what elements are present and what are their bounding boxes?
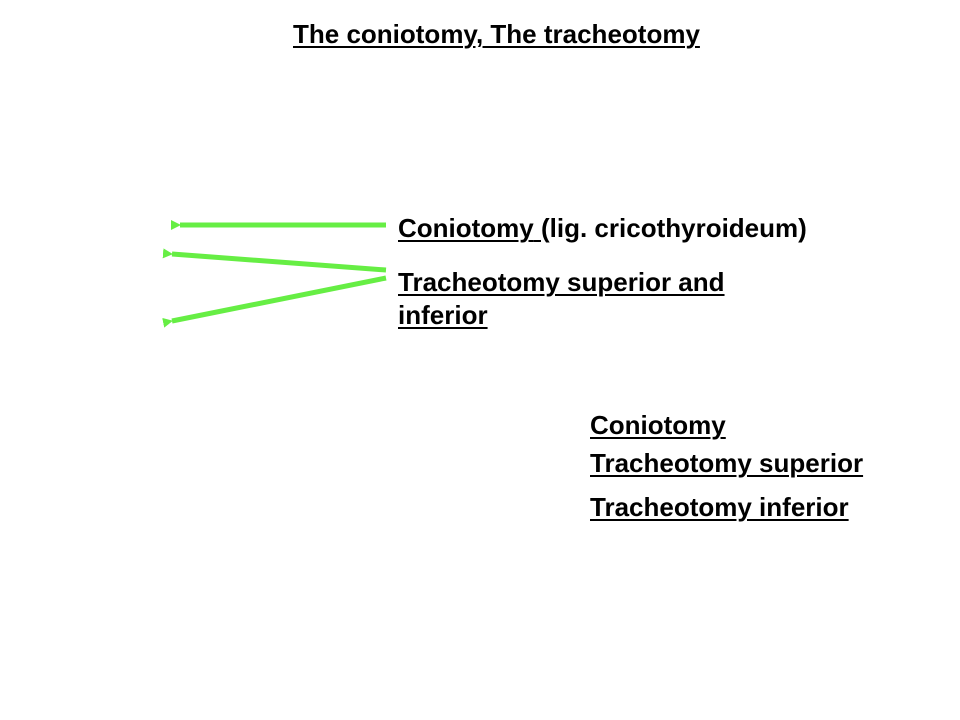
coniotomy-label: Coniotomy (lig. cricothyroideum) bbox=[398, 211, 807, 245]
coniotomy-term: Coniotomy bbox=[398, 213, 534, 243]
arrow-tracheotomy-inferior bbox=[162, 275, 387, 328]
legend-item-tracheotomy-inferior: Tracheotomy inferior bbox=[590, 492, 849, 522]
arrow-tracheotomy-superior bbox=[162, 248, 387, 273]
page-title: The coniotomy, The tracheotomy bbox=[293, 19, 700, 49]
coniotomy-note: (lig. cricothyroideum) bbox=[541, 213, 807, 243]
tracheotomy-label: Tracheotomy superior and inferior bbox=[398, 267, 725, 330]
coniotomy-space bbox=[534, 213, 541, 243]
legend-item-coniotomy: Coniotomy bbox=[590, 410, 726, 440]
legend-item-tracheotomy-superior: Tracheotomy superior bbox=[590, 448, 864, 478]
